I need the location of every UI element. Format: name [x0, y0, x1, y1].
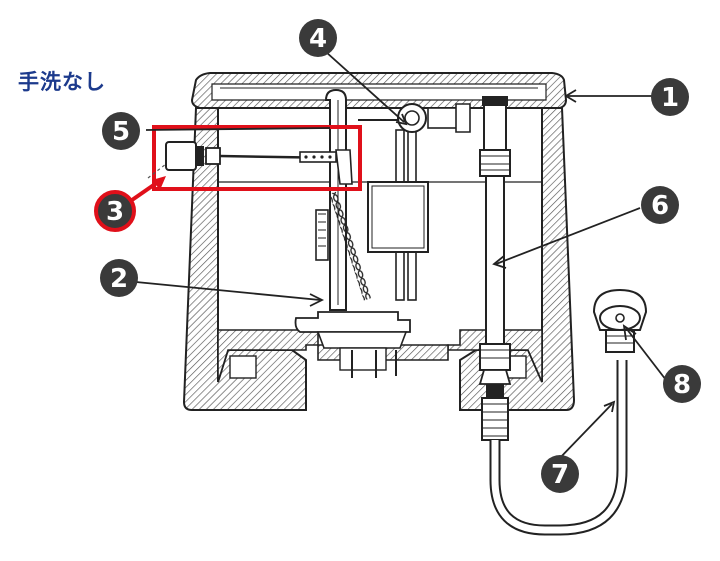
diagram-heading: 手洗なし	[18, 70, 106, 94]
callout-3: 3	[94, 190, 136, 232]
leader-6	[495, 207, 641, 265]
flapper-valve	[294, 311, 411, 378]
svg-text:1: 1	[661, 83, 679, 113]
highlight-frame	[152, 125, 362, 191]
svg-text:3: 3	[106, 197, 124, 227]
leader-8	[625, 327, 667, 381]
svg-text:8: 8	[673, 370, 691, 400]
callout-7: 7	[541, 455, 579, 493]
callout-5: 5	[102, 112, 140, 150]
flapper-chain	[329, 191, 372, 301]
leader-7	[555, 403, 613, 463]
leader-5	[145, 127, 331, 131]
leader-4	[325, 51, 405, 123]
stop-valve	[592, 288, 648, 353]
callout-3-arrow	[130, 180, 160, 202]
leader-2	[135, 281, 321, 301]
callout-6: 6	[641, 186, 679, 224]
svg-text:5: 5	[112, 117, 130, 147]
callout-1: 1	[651, 78, 689, 116]
lever-handle	[165, 141, 353, 185]
svg-text:6: 6	[651, 191, 669, 221]
callout-8: 8	[663, 365, 701, 403]
leader-lines	[135, 51, 667, 463]
overflow-pipe	[315, 88, 347, 311]
callout-4: 4	[299, 19, 337, 57]
tank-bottom-left	[217, 329, 319, 383]
svg-text:4: 4	[309, 24, 327, 54]
svg-text:2: 2	[110, 264, 128, 294]
supply-pipe	[478, 96, 512, 441]
fill-valve	[358, 103, 471, 301]
callout-2: 2	[100, 259, 138, 297]
svg-text:7: 7	[551, 460, 569, 490]
